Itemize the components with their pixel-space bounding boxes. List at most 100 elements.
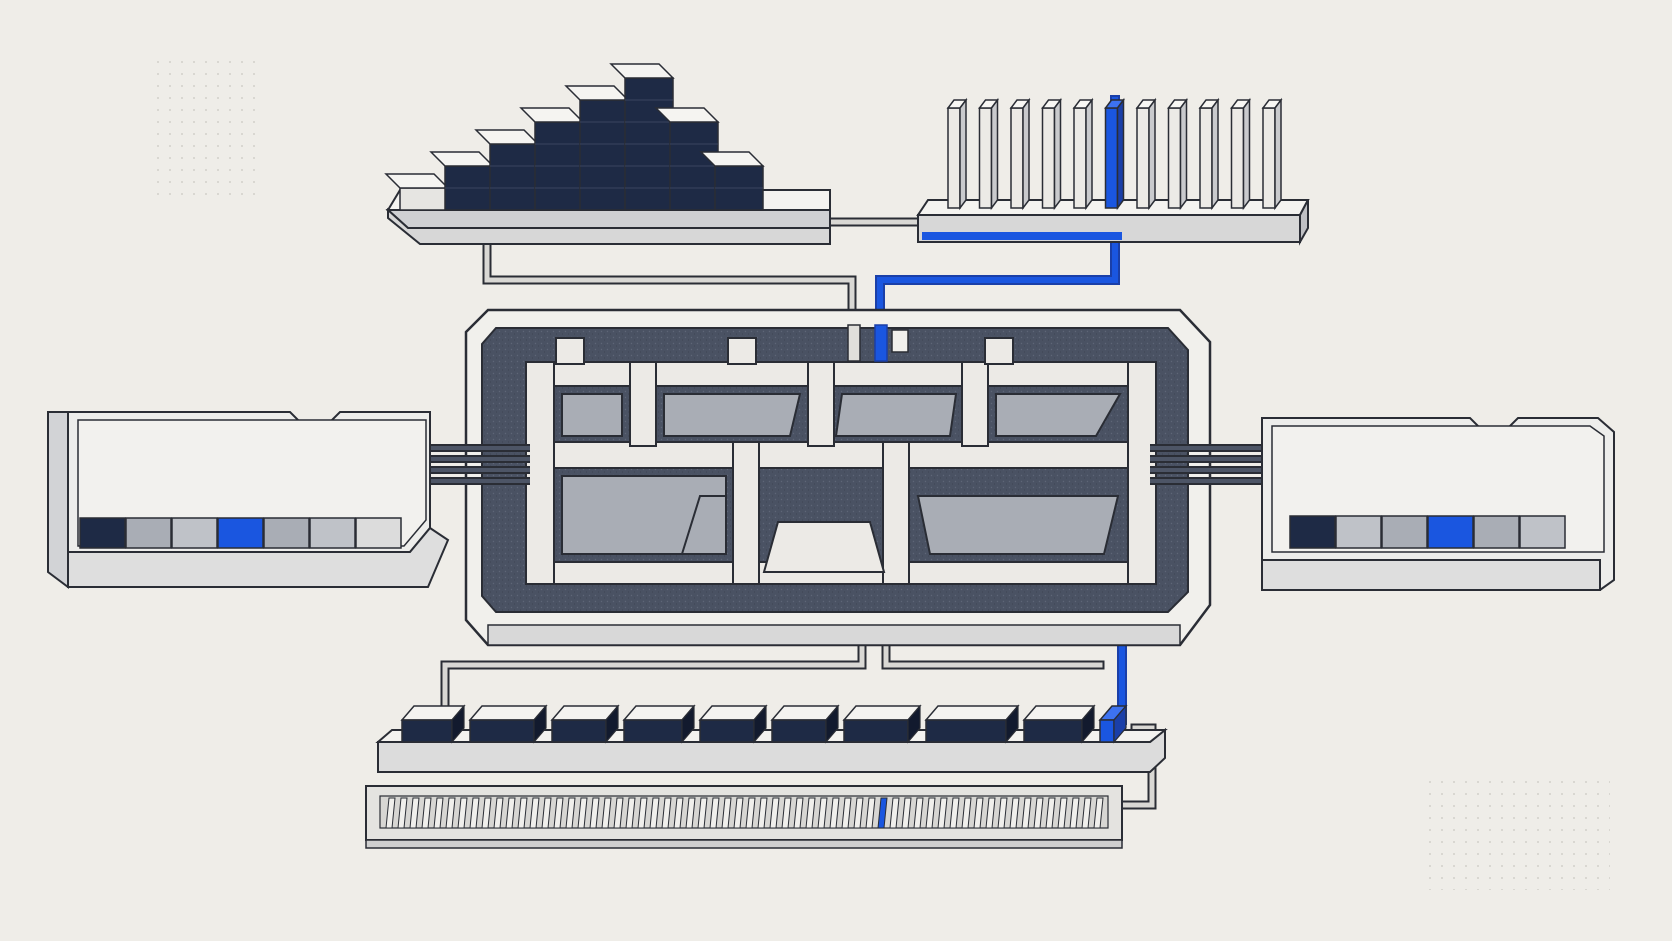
block [1098, 704, 1128, 744]
rail-slat [709, 797, 720, 829]
tray-cell [79, 517, 126, 549]
tray-cell [263, 517, 310, 549]
rail-slat [649, 797, 660, 829]
rail-slat [757, 797, 768, 829]
rail-slat [589, 797, 600, 829]
rail-slat [901, 797, 912, 829]
tray-icon [47, 411, 450, 589]
rail-slat [721, 797, 732, 829]
rail-slat [1093, 797, 1104, 829]
rail-slat [385, 797, 396, 829]
rail-slat [925, 797, 936, 829]
tray-cell [1427, 515, 1474, 549]
tray-cell [125, 517, 172, 549]
comb-tooth [1104, 97, 1125, 211]
rail-slat [625, 797, 636, 829]
tray-cell [1335, 515, 1382, 549]
rail-slat [517, 797, 528, 829]
rail-slat [565, 797, 576, 829]
rail-slat [673, 797, 684, 829]
comb-tooth [1261, 97, 1283, 211]
rail-slat [637, 797, 648, 829]
rail-slat [829, 797, 840, 829]
rail-slat [529, 797, 540, 829]
rail-slat [997, 797, 1008, 829]
dot-field-top-left [150, 60, 260, 200]
rail-slat [745, 797, 756, 829]
comb-tooth [1167, 97, 1188, 211]
rail-slat [613, 797, 624, 829]
rail-slat [577, 797, 588, 829]
bar-step-column [609, 63, 675, 211]
bar-step-column [654, 107, 720, 211]
rail-slat [397, 797, 408, 829]
rail-slat [841, 797, 852, 829]
block [468, 704, 548, 744]
comb-tooth [1135, 97, 1157, 211]
blocks-row [375, 704, 1168, 773]
rail-slat [661, 797, 672, 829]
rail-slat [961, 797, 972, 829]
rail-slat [481, 797, 492, 829]
rail-slat [457, 797, 468, 829]
tray-icon [1261, 417, 1615, 591]
rail-slat [541, 797, 552, 829]
rail-slat [685, 797, 696, 829]
block [400, 704, 466, 744]
rail-slat [1033, 797, 1044, 829]
block [924, 704, 1020, 744]
rail-slat [433, 797, 444, 829]
core-block [762, 521, 886, 573]
rail-slat [505, 797, 516, 829]
block [770, 704, 840, 744]
tray-cell [1289, 515, 1336, 549]
rail-slat [1057, 797, 1068, 829]
bar-step-column [384, 173, 450, 211]
rail-slat [553, 797, 564, 829]
comb-icon [916, 97, 1310, 246]
block [550, 704, 620, 744]
rail-icon [365, 785, 1123, 849]
chip-icon [464, 308, 1212, 647]
block [698, 704, 768, 744]
rail-slat [853, 797, 864, 829]
block [842, 704, 922, 744]
tray-cell [171, 517, 218, 549]
rail-slat [877, 797, 888, 829]
rail-slat [421, 797, 432, 829]
rail-slat [949, 797, 960, 829]
rail-slat [817, 797, 828, 829]
bar-step-column [699, 151, 765, 211]
comb-highlight-strip [922, 232, 1122, 240]
comb-tooth [946, 97, 968, 211]
bar-chart-icon [384, 63, 831, 245]
pipe-icon [430, 444, 1262, 485]
rail-slat [445, 797, 456, 829]
rail-slat [781, 797, 792, 829]
rail-slat [937, 797, 948, 829]
dot-field-bottom-right [1420, 780, 1610, 890]
tray-cell [217, 517, 264, 549]
rail-slat [601, 797, 612, 829]
chip-input-blue [874, 324, 888, 362]
tray-cell [1381, 515, 1428, 549]
comb-tooth [1009, 97, 1031, 211]
rail-slat [1045, 797, 1056, 829]
comb-tooth [978, 97, 999, 211]
bar-step-column [474, 129, 540, 211]
rail-slat [913, 797, 924, 829]
tray-cell [1519, 515, 1566, 549]
tray-cell [1473, 515, 1520, 549]
rail-slat [1081, 797, 1092, 829]
rail-slat [793, 797, 804, 829]
rail-slat [697, 797, 708, 829]
tray-cell [355, 517, 402, 549]
rail-slat [805, 797, 816, 829]
block [1022, 704, 1096, 744]
comb-tooth [1198, 97, 1220, 211]
rail-slat [865, 797, 876, 829]
bar-step-column [564, 85, 630, 211]
comb-tooth [1072, 97, 1094, 211]
rail-slat [985, 797, 996, 829]
